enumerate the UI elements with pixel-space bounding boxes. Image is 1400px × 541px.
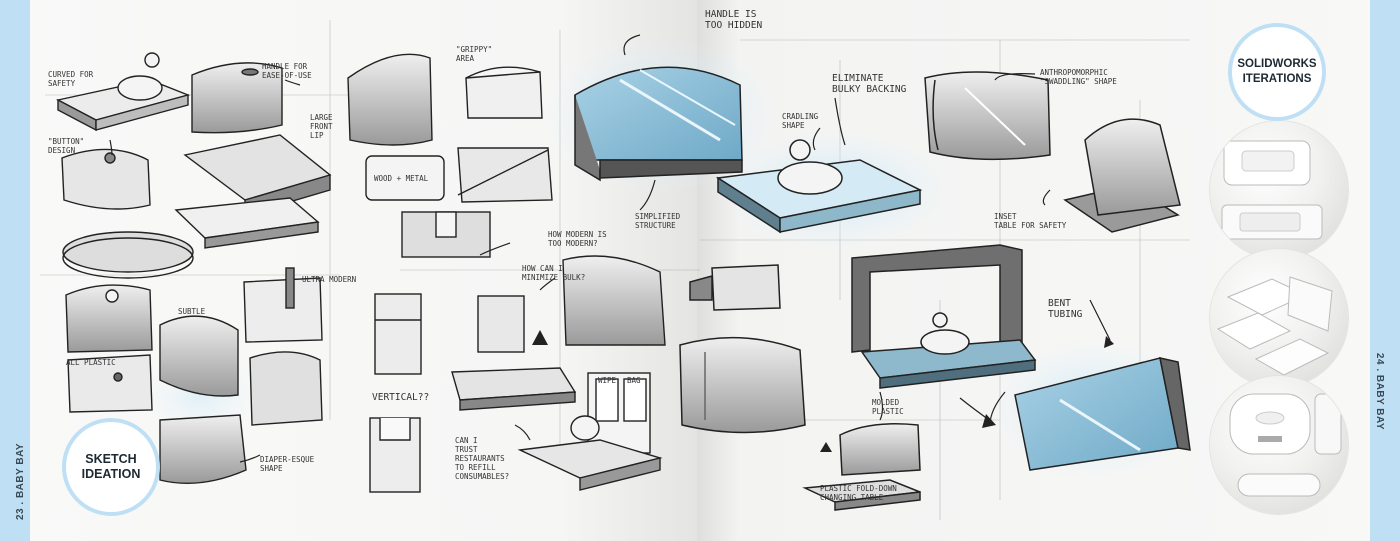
arrow-heads: [532, 330, 1114, 452]
left-accent-strip: [0, 0, 30, 541]
annotation-arrows: [109, 34, 1111, 463]
note-vertical: VERTICAL??: [372, 392, 430, 403]
sketch-ideation-label: SKETCH IDEATION: [81, 452, 141, 481]
solidworks-render-1: [1210, 121, 1348, 259]
label-wipe: WIPE: [598, 376, 617, 385]
sketch-ideation-badge: SKETCH IDEATION: [62, 418, 160, 516]
note-anthropomorphic: ANTHROPOMORPHIC"SWADDLING" SHAPE: [1040, 68, 1117, 86]
label-bag: BAG: [627, 376, 641, 385]
right-accent-strip: [1370, 0, 1400, 541]
render-2-shapes: [1216, 276, 1333, 376]
solidworks-render-3: [1210, 376, 1348, 514]
note-all-plastic: ALL PLASTIC: [66, 358, 116, 367]
note-wood-metal: WOOD + METAL: [374, 174, 429, 183]
solidworks-iterations-label: SOLIDWORKS ITERATIONS: [1237, 58, 1317, 85]
note-button-design: "BUTTON"DESIGN: [48, 137, 85, 155]
left-sketches: [55, 52, 666, 493]
note-ultra-modern: ULTRA MODERN: [302, 275, 357, 284]
note-subtle: SUBTLE: [178, 307, 206, 316]
solidworks-render-2: [1210, 249, 1348, 387]
render-1-shapes: [1221, 140, 1323, 240]
right-sketches: [574, 66, 1191, 511]
solidworks-iterations-badge: SOLIDWORKS ITERATIONS: [1228, 23, 1326, 121]
note-grippy-area: "GRIPPY"AREA: [456, 45, 493, 63]
render-3-shapes: [1229, 393, 1342, 497]
